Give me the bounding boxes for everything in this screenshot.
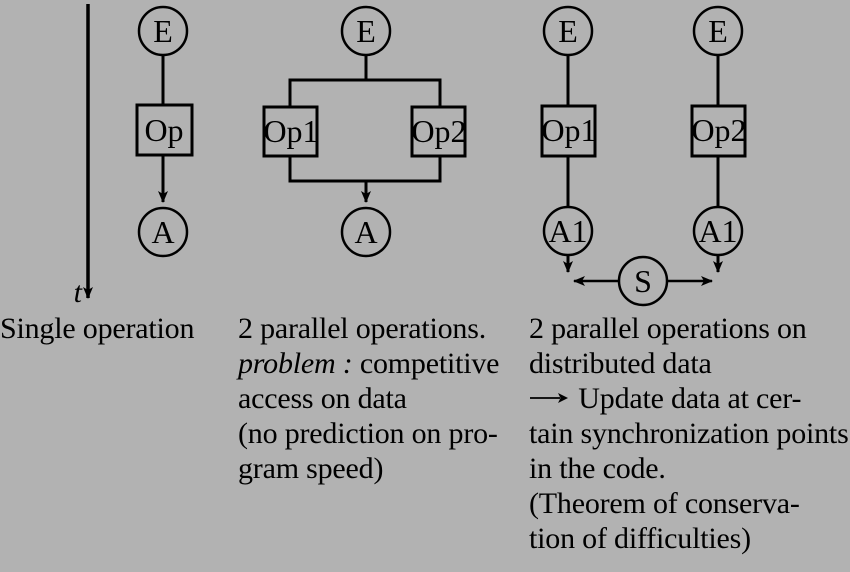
caption-line: Update data at cer- (529, 381, 850, 416)
caption-line: tion of difficulties) (529, 522, 751, 555)
caption-line: (Theorem of conserva- (529, 487, 800, 520)
caption-text: competitive (352, 347, 500, 380)
caption-line: access on data (238, 382, 407, 415)
caption-line: tain synchronization points (529, 417, 849, 450)
caption-line: 2 parallel operations. (238, 312, 487, 345)
node-e-left-label: E (558, 13, 578, 49)
node-a-label: A (151, 214, 174, 250)
caption-line: (no prediction on pro- (238, 417, 498, 450)
node-s-label: S (634, 263, 652, 299)
caption-line: problem : competitive (238, 346, 538, 381)
node-op1-label: Op1 (263, 113, 318, 149)
node-e-label: E (153, 13, 173, 49)
caption-line: 2 parallel operations on (529, 312, 807, 345)
node-a-circle (340, 206, 392, 258)
node-a-label: A (354, 214, 377, 250)
problem-emphasis: problem : (238, 347, 353, 380)
node-e-right-label: E (708, 13, 728, 49)
caption-distributed-operations: 2 parallel operations on distributed dat… (529, 311, 850, 556)
node-op1-label: Op1 (541, 112, 596, 148)
caption-single-operation: Single operation (0, 311, 235, 346)
node-a-circle (137, 206, 189, 258)
caption-line: gram speed) (238, 452, 384, 485)
caption-line: distributed data (529, 347, 712, 380)
diagram-canvas: t E Op A E Op1 Op2 A (74, 4, 747, 309)
node-op2-label: Op2 (411, 113, 466, 149)
caption-parallel-operations: 2 parallel operations. problem : competi… (238, 311, 538, 486)
caption-line: Single operation (0, 312, 195, 345)
node-op-label: Op (144, 112, 183, 148)
node-e-label: E (356, 13, 376, 49)
node-a1-left-label: A1 (548, 213, 587, 249)
caption-line: in the code. (529, 452, 666, 485)
node-a1-right-label: A1 (698, 213, 737, 249)
single-operation-diagram: E Op A (135, 5, 194, 258)
parallel-operations-diagram: E Op1 Op2 A (262, 5, 467, 258)
branch-top (288, 78, 442, 107)
time-axis-label: t (74, 276, 83, 309)
branch-bottom (288, 156, 442, 183)
caption-text: Update data at cer- (571, 382, 802, 415)
node-op2-label: Op2 (691, 112, 746, 148)
distributed-operations-diagram: E Op1 A1 E Op2 A1 S (540, 5, 747, 307)
long-right-arrow-icon (530, 393, 568, 403)
